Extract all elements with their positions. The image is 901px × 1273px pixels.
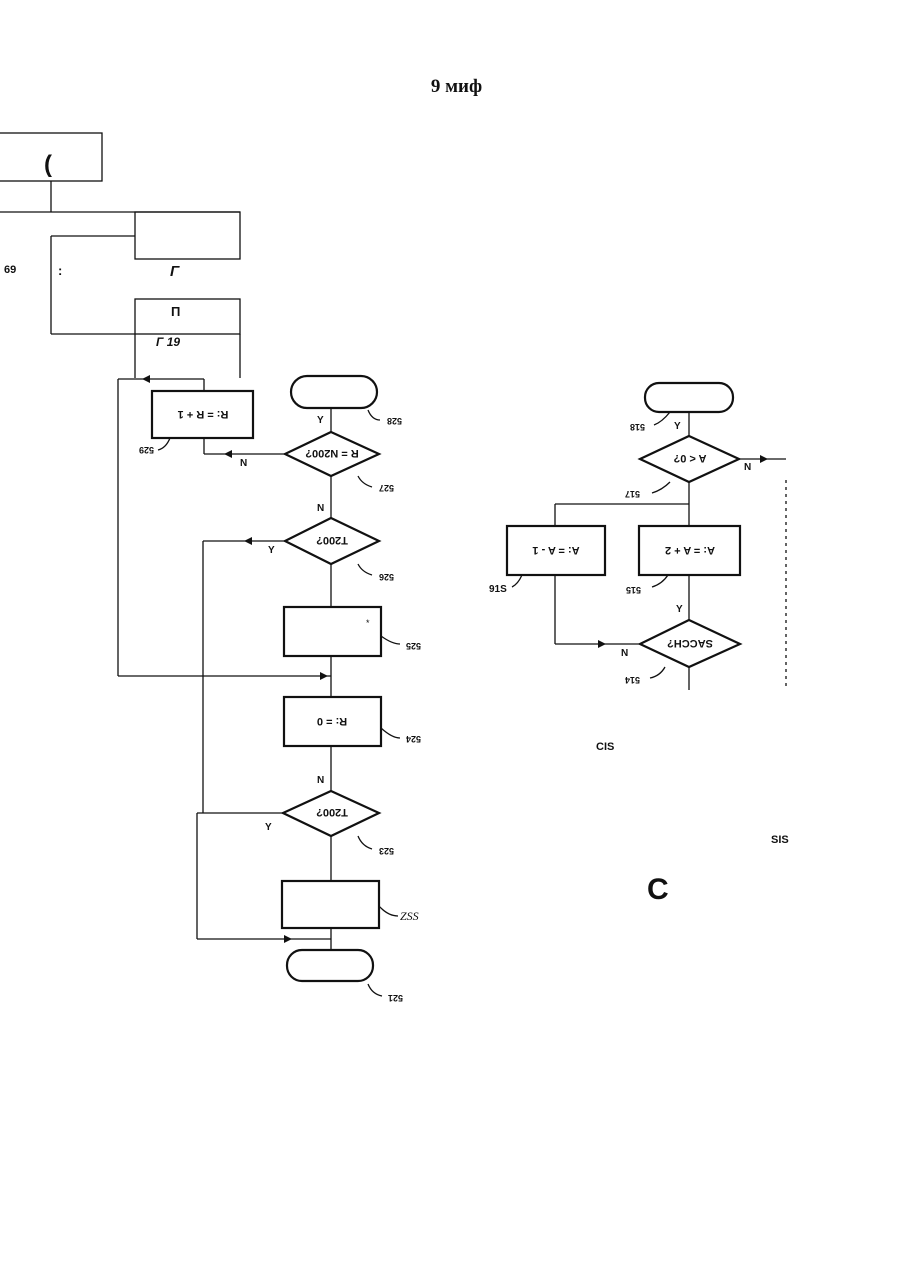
ref-525: 525: [406, 641, 421, 651]
top-fragment: ( 69 : Г П Г 19: [0, 133, 240, 378]
label-y-518: Y: [674, 421, 681, 432]
box-516-text: A: = A - 1: [532, 544, 579, 556]
label-n-517: N: [744, 462, 751, 473]
terminal-518: [645, 383, 733, 412]
ref-515: 515: [626, 585, 641, 595]
label-y-514: Y: [676, 604, 683, 615]
sis-label: SIS: [771, 834, 789, 846]
ref-516: 91S: [489, 584, 507, 595]
ref-524: 524: [406, 734, 421, 744]
ref-523: 523: [379, 846, 394, 856]
ref-522: ZSS: [400, 909, 419, 924]
decision-514-text: SACCH?: [667, 637, 713, 649]
right-flowchart: Y 518 A < 0? N 517 A: = A - 1 91S A: = A…: [489, 383, 789, 906]
ref-528: 528: [387, 416, 402, 426]
c-mark: C: [647, 873, 669, 906]
label-n-514: N: [621, 648, 628, 659]
label-y-523: Y: [265, 822, 272, 833]
label-y-528: Y: [317, 415, 324, 426]
ref-529: 529: [139, 445, 154, 455]
box-529-text: R: = R + 1: [178, 408, 229, 420]
ref-518: 518: [630, 422, 645, 432]
box-522: [282, 881, 379, 928]
box-p: [135, 299, 240, 334]
label-n-trunk: N: [317, 503, 324, 514]
decision-517-text: A < 0?: [673, 452, 706, 464]
left-flowchart: Y 528 R = N200? N 527 R: = R + 1 529 N T…: [118, 375, 421, 1003]
label-69: 69: [4, 264, 16, 276]
mark-g1: Г: [170, 263, 180, 280]
box-524-text: R: = 0: [317, 715, 347, 727]
top-box-glyph: (: [44, 151, 52, 178]
terminal-521: [287, 950, 373, 981]
ref-521: 521: [388, 993, 403, 1003]
ref-527: 527: [379, 483, 394, 493]
label-n-527: N: [240, 458, 247, 469]
top-right-box: [135, 212, 240, 259]
colon-mark: :: [58, 263, 62, 278]
label-n-524: N: [317, 775, 324, 786]
terminal-528: [291, 376, 377, 408]
cis-label: CIS: [596, 741, 614, 753]
ref-514: 514: [625, 675, 640, 685]
ref-526: 526: [379, 572, 394, 582]
label-y-526: Y: [268, 545, 275, 556]
box-p-text: П: [171, 304, 180, 319]
box-525-mark: *: [366, 618, 370, 628]
box-525: [284, 607, 381, 656]
mark-g19: Г 19: [156, 335, 180, 349]
decision-526-text: T200?: [316, 534, 348, 546]
decision-527-text: R = N200?: [305, 447, 359, 459]
decision-523-text: T200?: [316, 806, 348, 818]
ref-517: 517: [625, 489, 640, 499]
box-515-text: A: = A + 2: [665, 544, 715, 556]
